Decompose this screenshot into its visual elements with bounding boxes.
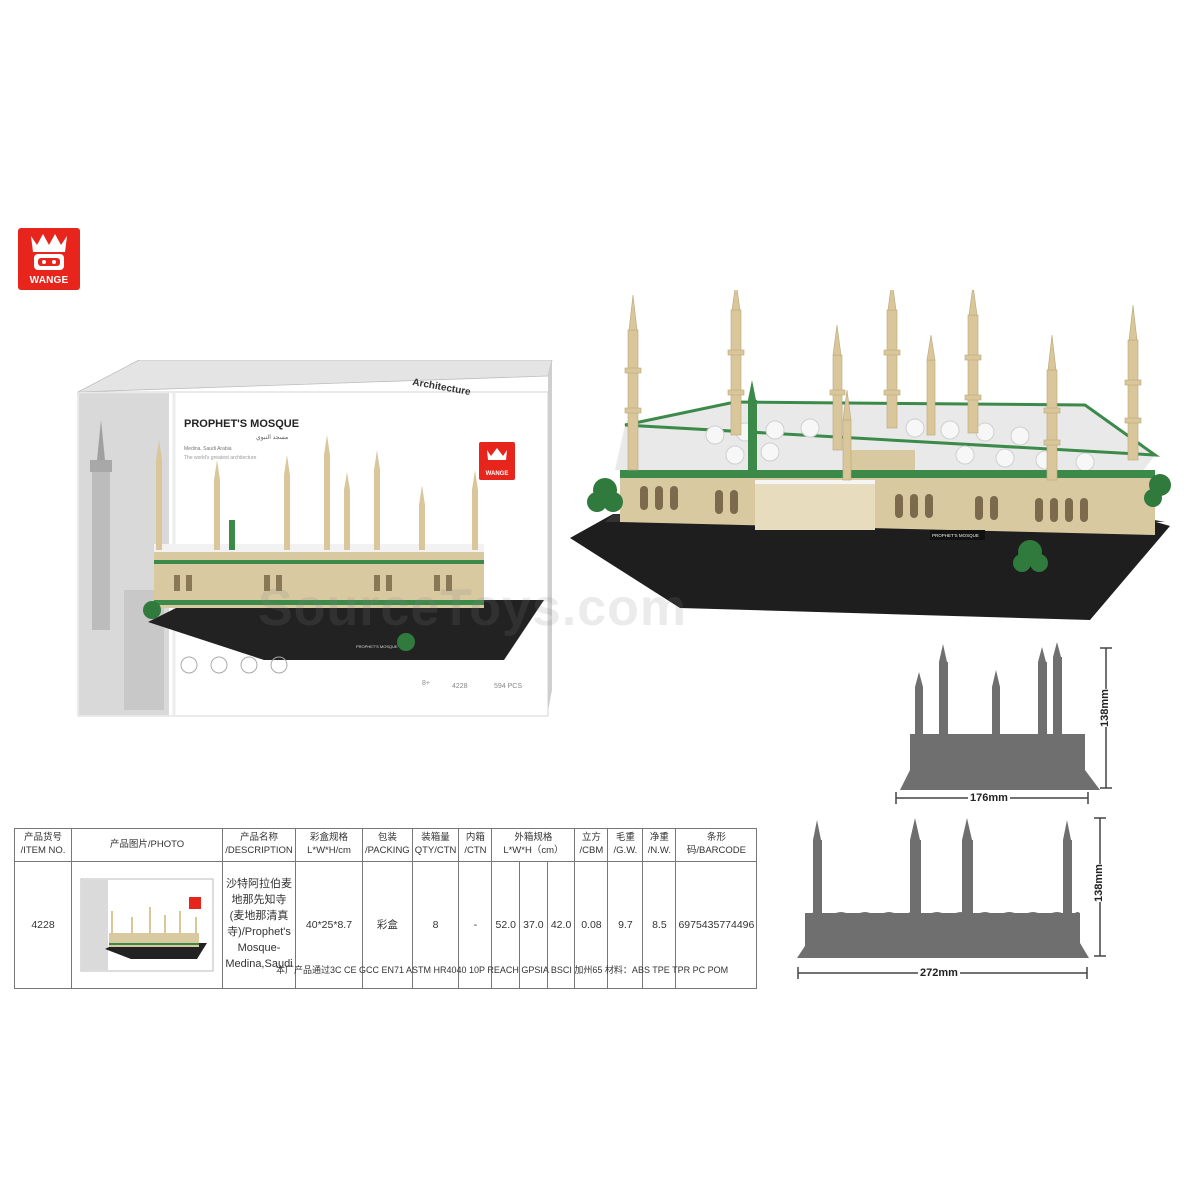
large-width-label: 272mm xyxy=(918,967,960,979)
side-silhouette-diagram: 138mm 272mm xyxy=(795,815,1120,990)
cell-cbm: 0.08 xyxy=(574,861,609,989)
header-item-no: 产品货号/ITEM NO. xyxy=(14,828,72,862)
table-row: 4228 沙特阿拉伯麦地那先知寺(麦地那清真寺)/Prophet's xyxy=(14,861,758,989)
logo-text: WANGE xyxy=(29,275,69,286)
box-pieces: 594 PCS xyxy=(494,683,523,690)
header-photo: 产品图片/PHOTO xyxy=(71,828,223,862)
cell-barcode: 6975435774496 xyxy=(675,861,758,989)
header-gw: 毛重/G.W. xyxy=(607,828,644,862)
cell-description: 沙特阿拉伯麦地那先知寺(麦地那清真寺)/Prophet's Mosque-Med… xyxy=(222,861,296,989)
header-packing: 包装/PACKING xyxy=(362,828,413,862)
product-thumbnail xyxy=(80,878,214,972)
cell-nw: 8.5 xyxy=(642,861,677,989)
watermark: SourceToys.com xyxy=(258,579,688,637)
box-item-no: 4228 xyxy=(452,683,468,690)
header-inner: 内箱/CTN xyxy=(458,828,493,862)
box-brand-small: WANGE xyxy=(485,471,509,477)
header-barcode: 条形码/BARCODE xyxy=(675,828,758,862)
cell-item-no: 4228 xyxy=(14,861,72,989)
header-description: 产品名称/DESCRIPTION xyxy=(222,828,296,862)
wange-logo: WANGE xyxy=(18,228,80,290)
crown-icon xyxy=(31,234,67,270)
model-nameplate: PROPHET'S MOSQUE xyxy=(932,533,979,538)
box-title: PROPHET'S MOSQUE xyxy=(184,418,300,430)
front-silhouette-diagram: 138mm 176mm xyxy=(890,642,1120,812)
product-box-image: PROPHET'S MOSQUE مسجد النبوي Medina, Sau… xyxy=(74,359,554,720)
spec-table: 产品货号/ITEM NO. 产品图片/PHOTO 产品名称/DESCRIPTIO… xyxy=(14,828,758,989)
cell-outer-w: 37.0 xyxy=(519,861,548,989)
header-cbm: 立方/CBM xyxy=(574,828,609,862)
header-nw: 净重/N.W. xyxy=(642,828,677,862)
cell-inner: - xyxy=(458,861,493,989)
large-height-label: 138mm xyxy=(1092,864,1105,902)
cell-gw: 9.7 xyxy=(607,861,644,989)
table-header-row: 产品货号/ITEM NO. 产品图片/PHOTO 产品名称/DESCRIPTIO… xyxy=(14,828,758,862)
box-age: 8+ xyxy=(422,680,430,687)
box-tagline: The world's greatest architecture xyxy=(184,455,257,461)
certification-footnote: 本厂产品通过3C CE GCC EN71 ASTM HR4040 10P REA… xyxy=(276,965,729,975)
cell-qty: 8 xyxy=(411,861,460,989)
box-subtitle: Medina, Saudi Arabia xyxy=(184,446,232,452)
cell-outer-l: 52.0 xyxy=(491,861,521,989)
mosque-model-image: PROPHET'S MOSQUE xyxy=(565,279,1175,640)
cell-packing: 彩盒 xyxy=(362,861,413,989)
small-height-label: 138mm xyxy=(1098,689,1111,727)
cell-photo xyxy=(71,861,223,989)
cell-box-size: 40*25*8.7 xyxy=(295,861,363,989)
box-nameplate: PROPHET'S MOSQUE xyxy=(356,644,398,649)
box-arabic-title: مسجد النبوي xyxy=(256,435,289,441)
small-width-label: 176mm xyxy=(968,792,1010,804)
